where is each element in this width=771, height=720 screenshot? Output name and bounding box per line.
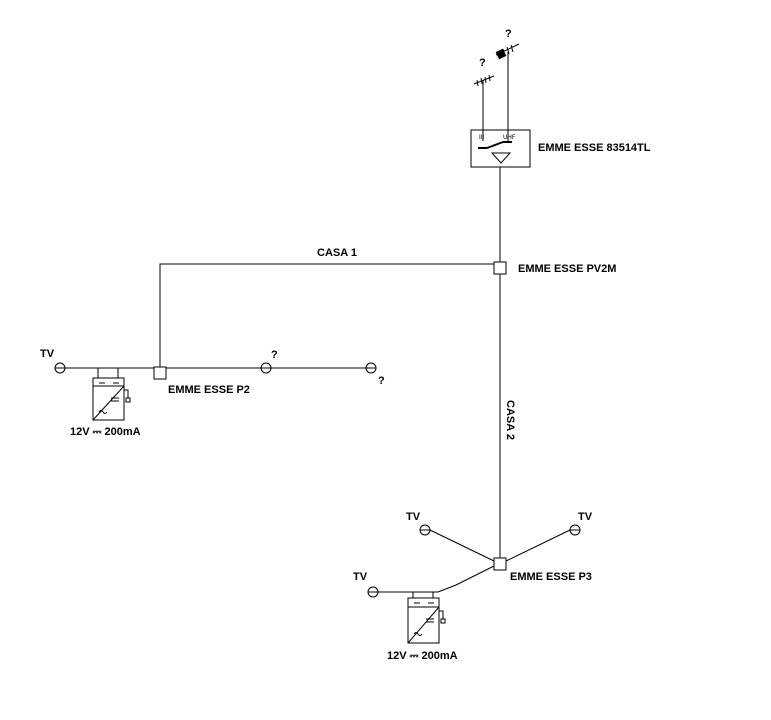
uhf-antenna: ? — [495, 28, 520, 130]
p3-cable-psu — [437, 565, 495, 593]
casa-1-cable — [159, 263, 494, 367]
casa-1-psu-label: 12V ⎓ 200mA — [70, 426, 141, 438]
casa-1-label: CASA 1 — [317, 247, 357, 259]
casa-2-tv-outlet-left: TV — [406, 511, 431, 536]
casa-2-tv-left-label: TV — [406, 511, 421, 523]
vhf-antenna-unknown-label: ? — [479, 57, 486, 69]
casa-2-label: CASA 2 — [504, 400, 516, 440]
casa-1-tv-outlet: TV — [40, 348, 66, 374]
vhf-antenna: ? — [473, 57, 495, 130]
splitter-pv2m — [493, 261, 507, 275]
casa-1-outlet-2-label: ? — [271, 349, 278, 361]
amplifier-label: EMME ESSE 83514TL — [538, 142, 651, 154]
tap-p2 — [153, 366, 167, 380]
p3-cable-left-tv — [429, 529, 495, 562]
p3-cable-right-tv — [505, 529, 571, 562]
casa-1-power-supply: 12V ⎓ 200mA — [70, 368, 141, 438]
casa-2-tv-bottom-label: TV — [353, 571, 368, 583]
casa-2-psu-label: 12V ⎓ 200mA — [387, 650, 458, 662]
casa-1-outlet-3-label: ? — [378, 375, 385, 387]
uhf-antenna-unknown-label: ? — [505, 28, 512, 40]
amp-input-vhf-label: III — [479, 134, 485, 141]
tap-p2-label: EMME ESSE P2 — [168, 384, 250, 396]
casa-1-tv-label: TV — [40, 348, 55, 360]
tap-p3 — [493, 557, 507, 571]
casa-1-outlet-3: ? — [365, 362, 385, 387]
amplifier-emme-esse-83514tl: III UHF — [470, 129, 531, 168]
casa-1-outlet-2: ? — [260, 349, 278, 374]
casa-2-tv-outlet-bottom: TV — [353, 571, 379, 598]
amp-input-uhf-label: UHF — [503, 134, 516, 141]
tap-p3-label: EMME ESSE P3 — [510, 571, 592, 583]
splitter-pv2m-label: EMME ESSE PV2M — [518, 263, 616, 275]
amplifier-triangle-icon — [490, 152, 512, 164]
casa-2-power-supply: 12V ⎓ 200mA — [387, 592, 458, 662]
casa-2-tv-outlet-right: TV — [569, 511, 593, 536]
casa-2-tv-right-label: TV — [578, 511, 593, 523]
